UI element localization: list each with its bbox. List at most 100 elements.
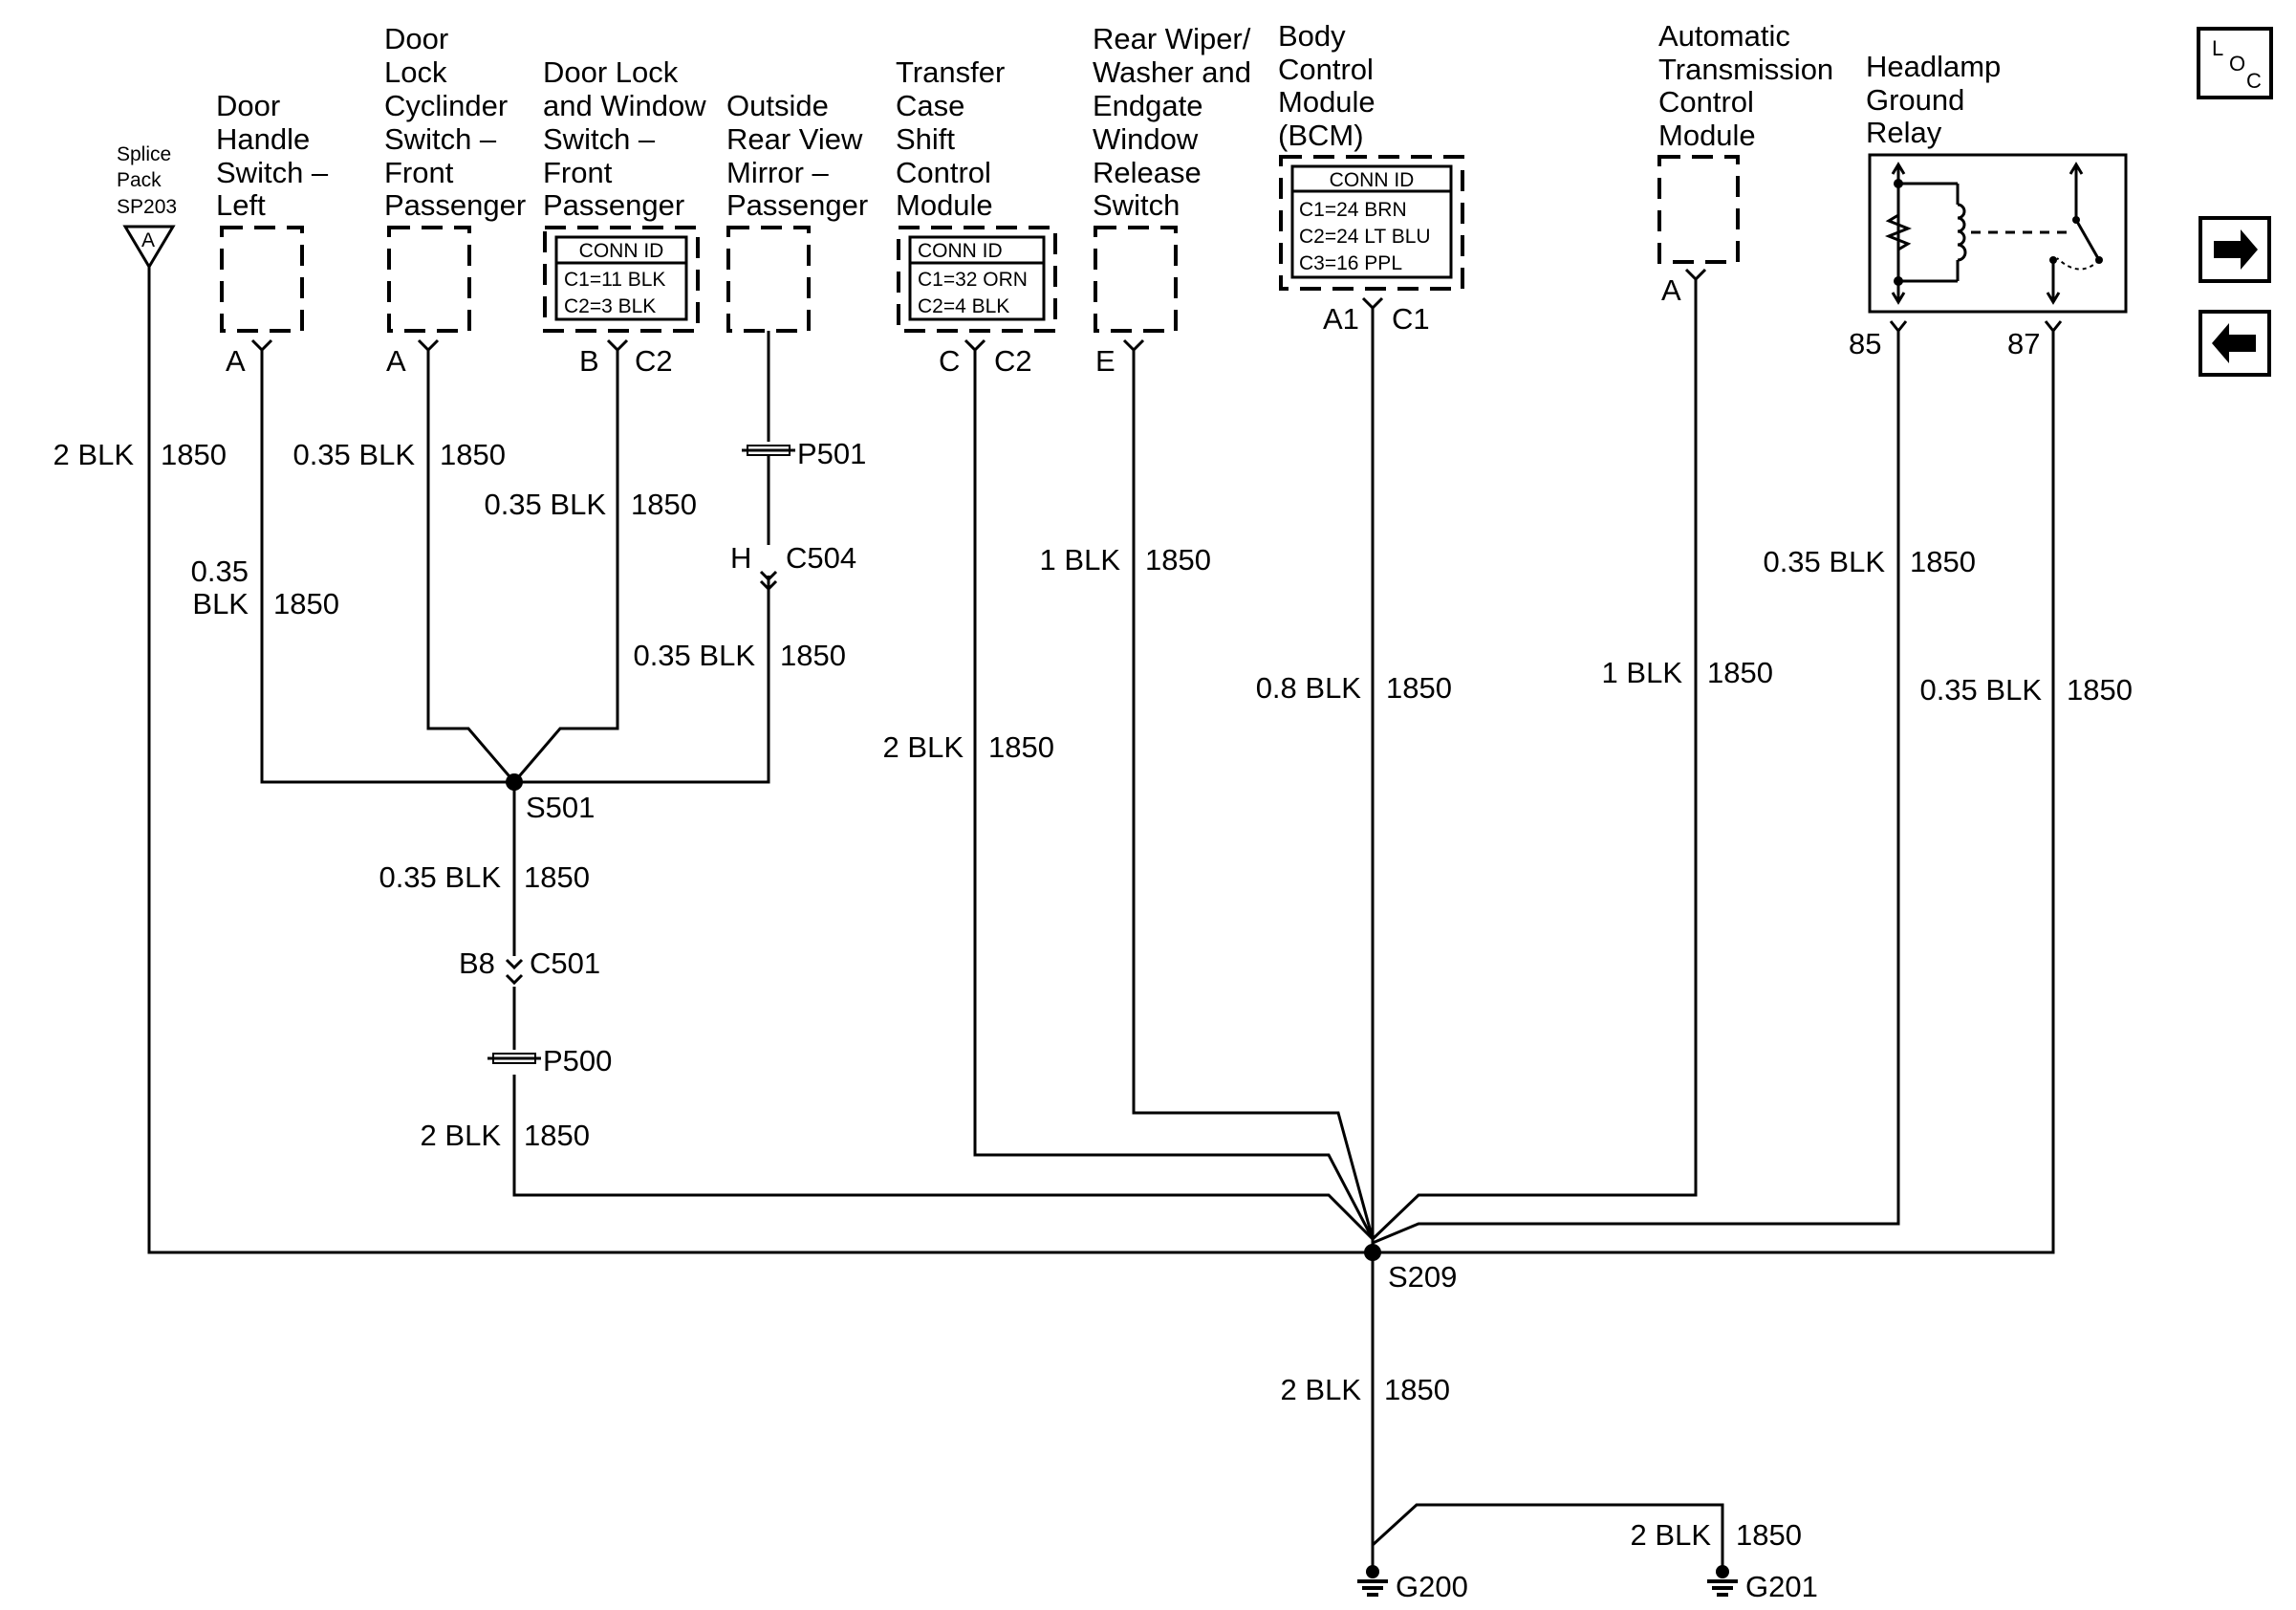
atcm-title-1: Automatic: [1658, 19, 1790, 53]
c501-mark-2: [505, 973, 524, 986]
door-lock-window-title-5: Passenger: [543, 188, 684, 222]
transfer-title-4: Control: [896, 156, 991, 189]
w-wiper-gauge: 1 BLK: [1040, 543, 1121, 577]
splice-pack-symbol: [122, 225, 176, 270]
w-dlc-circuit: 1850: [440, 438, 506, 471]
door-lock-window-title-1: Door Lock: [543, 55, 679, 89]
door-handle-pin-mark: [250, 338, 273, 353]
splice-pack-title-2: Pack: [117, 169, 162, 191]
c501-pin: B8: [459, 946, 495, 980]
w-85-circuit: 1850: [1910, 545, 1976, 578]
w-85-gauge: 0.35 BLK: [1763, 545, 1885, 578]
w-dh-gauge-2: BLK: [192, 587, 249, 620]
w-p500-gauge: 2 BLK: [421, 1119, 502, 1152]
arrow-right-icon: [2214, 229, 2258, 270]
bcm-title-4: (BCM): [1278, 119, 1364, 152]
loc-button[interactable]: L O C: [2197, 27, 2273, 99]
door-lock-window-pin: B: [579, 344, 599, 378]
transfer-conn-1: C1=32 ORN: [918, 269, 1028, 291]
splice-pack-title-3: SP203: [117, 196, 177, 218]
door-lock-window-pin-mark: [606, 338, 629, 353]
mirror-title-2: Rear View: [726, 122, 863, 156]
bcm-title-3: Module: [1278, 85, 1375, 119]
c501-mark-1: [505, 958, 524, 970]
door-handle-box: [220, 226, 304, 333]
bcm-conn-id: CONN ID C1=24 BRN C2=24 LT BLU C3=16 PPL: [1290, 164, 1453, 279]
wiper-title-4: Window: [1093, 122, 1199, 156]
mirror-box: [726, 226, 811, 333]
prev-button[interactable]: [2199, 310, 2271, 377]
transfer-title-1: Transfer: [896, 55, 1005, 89]
w-87-circuit: 1850: [2067, 673, 2133, 707]
c504-mark-2: [759, 579, 778, 592]
w-transfer-gauge: 2 BLK: [883, 730, 964, 764]
bcm-box: [1279, 155, 1464, 291]
component-boxes: A CONN ID C1=11 BLK C2=3 BLK CONN ID C1=…: [122, 153, 2128, 333]
door-lock-window-title-2: and Window: [543, 89, 706, 122]
atcm-title-3: Control: [1658, 85, 1754, 119]
wiper-title-5: Release: [1093, 156, 1202, 189]
w-atcm-gauge: 1 BLK: [1602, 656, 1683, 689]
next-button[interactable]: [2199, 216, 2271, 283]
atcm-pin-mark: [1684, 268, 1707, 282]
grounds: G200 G201: [1357, 1565, 1818, 1603]
w-sp203-gauge: 2 BLK: [54, 438, 135, 471]
relay-85-pin-mark: [1889, 320, 1908, 334]
relay-title-1: Headlamp: [1866, 50, 2001, 83]
transfer-conn-title: CONN ID: [918, 240, 1003, 262]
wire-relay-85: [1372, 331, 1900, 1245]
w-bcm-circuit: 1850: [1386, 671, 1452, 705]
splice-s209-dot: [1364, 1244, 1381, 1261]
w-transfer-circuit: 1850: [988, 730, 1054, 764]
transfer-pin: C: [939, 344, 960, 378]
arrow-left-icon: [2212, 323, 2256, 363]
transfer-title-5: Module: [896, 188, 993, 222]
wiper-title-3: Endgate: [1093, 89, 1203, 122]
atcm-title-2: Transmission: [1658, 53, 1833, 86]
atcm-pin: A: [1661, 273, 1681, 307]
w-g201-gauge: 2 BLK: [1631, 1518, 1712, 1552]
relay-pin-85: 85: [1849, 327, 1881, 360]
relay-title-2: Ground: [1866, 83, 1964, 117]
wiper-title-6: Switch: [1093, 188, 1180, 222]
door-handle-title-3: Switch –: [216, 156, 329, 189]
ground-g201-label: G201: [1745, 1570, 1818, 1603]
transfer-conn-2: C2=4 BLK: [918, 295, 1009, 317]
w-s209-circuit: 1850: [1384, 1373, 1450, 1406]
splices: S501 S209: [506, 773, 1457, 1294]
transfer-title-2: Case: [896, 89, 964, 122]
w-sp203-circuit: 1850: [161, 438, 227, 471]
w-s501-gauge: 0.35 BLK: [379, 860, 501, 894]
relay-pin-87: 87: [2007, 327, 2040, 360]
splice-pack-title-1: Splice: [117, 143, 171, 165]
ground-g200-icon: [1357, 1565, 1388, 1597]
transfer-pin-mark: [964, 338, 986, 353]
wiper-pin-mark: [1122, 338, 1145, 353]
wiper-title-2: Washer and: [1093, 55, 1251, 89]
c504-pin: H: [730, 541, 751, 575]
atcm-title-4: Module: [1658, 119, 1756, 152]
bcm-conn-1: C1=24 BRN: [1299, 199, 1407, 221]
door-lock-cyl-title-2: Lock: [384, 55, 447, 89]
door-lock-cyl-pin-mark: [417, 338, 440, 353]
w-p500-circuit: 1850: [524, 1119, 590, 1152]
inline-connectors: P501 H C504 B8 C501 P500: [459, 437, 866, 1077]
loc-button-l: L: [2212, 36, 2223, 60]
wiper-box: [1094, 226, 1178, 333]
wire-p500-s209: [512, 1075, 1375, 1241]
door-lock-cyl-title-6: Passenger: [384, 188, 526, 222]
transfer-box: [897, 226, 1057, 333]
wire-mirror-lower: [514, 576, 770, 784]
door-lock-cyl-title-3: Cyclinder: [384, 89, 508, 122]
atcm-box: [1657, 155, 1740, 264]
bcm-conn-3: C3=16 PPL: [1299, 252, 1402, 274]
wire-g201: [1371, 1503, 1724, 1566]
splice-pack-pin: A: [141, 229, 155, 251]
splice-s501-label: S501: [526, 791, 595, 824]
bcm-title-2: Control: [1278, 53, 1374, 86]
wire-atcm: [1371, 279, 1698, 1241]
p500-label: P500: [543, 1044, 612, 1077]
door-lock-window-box: [543, 226, 700, 333]
headlamp-relay-symbol: [1868, 153, 2128, 314]
